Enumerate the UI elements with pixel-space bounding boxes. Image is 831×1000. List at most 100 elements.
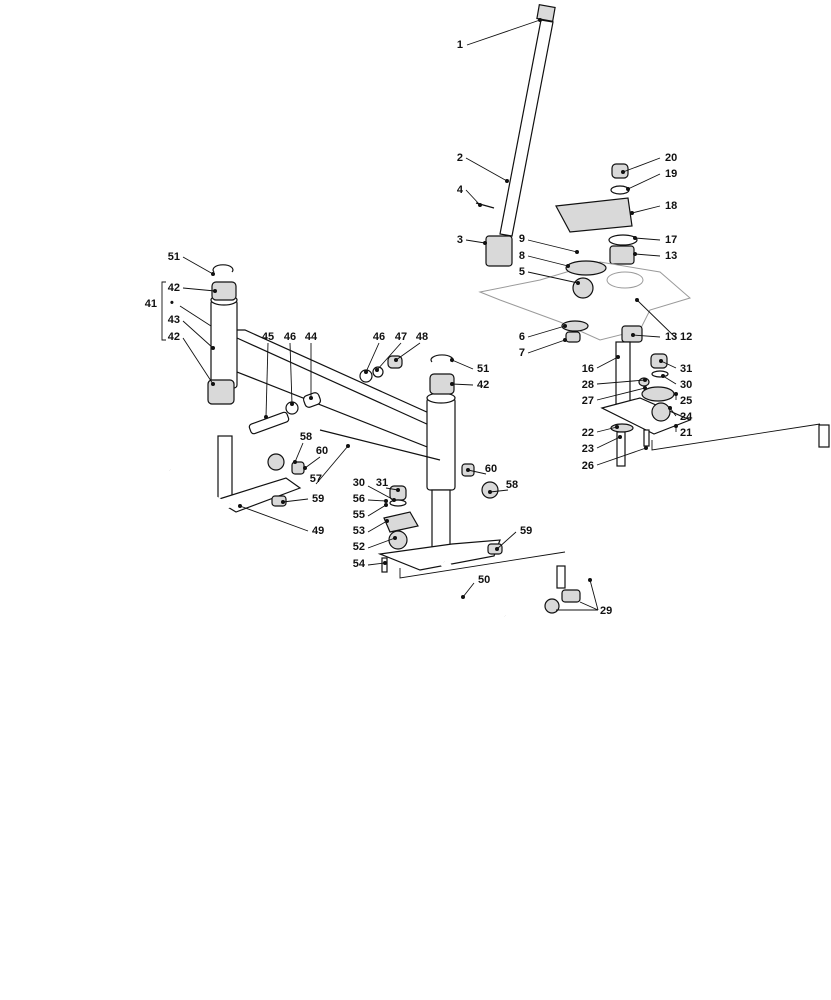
leader-dot (659, 359, 663, 363)
leader-dot (461, 595, 465, 599)
part-label-25: 25 (680, 395, 692, 407)
leader-dot (644, 446, 648, 450)
leader-dot (385, 519, 389, 523)
part-label-57: 57 (310, 473, 322, 485)
leader-line (304, 456, 321, 469)
leader-line (465, 157, 508, 182)
part-label-6: 6 (519, 331, 525, 343)
leader-dot (396, 488, 400, 492)
leader-dot (633, 252, 637, 256)
tie-rod (544, 424, 830, 614)
leader-dot (616, 355, 620, 359)
leader-line (527, 325, 566, 338)
leader-line (462, 582, 475, 598)
part-label-21: 21 (680, 427, 692, 439)
leader-line (627, 173, 661, 190)
leader-dot (621, 170, 625, 174)
part-label-59: 59 (312, 493, 324, 505)
leader-dot (668, 406, 672, 410)
front-axle (207, 264, 456, 491)
part-label-53: 53 (353, 525, 365, 537)
leader-dot (633, 236, 637, 240)
leader-dot (393, 536, 397, 540)
leader-line (376, 342, 402, 371)
part-label-46: 46 (373, 331, 385, 343)
part-label-60: 60 (316, 445, 328, 457)
part-label-23: 23 (582, 443, 594, 455)
part-label-41: 41 (145, 298, 157, 310)
leader-line (634, 237, 661, 241)
leader-line (589, 579, 599, 611)
leader-dot (309, 396, 313, 400)
leader-dot (466, 468, 470, 472)
part-label-31: 31 (376, 477, 388, 489)
part-label-24: 24 (680, 411, 693, 423)
leader-line (636, 299, 677, 339)
part-label-18: 18 (665, 200, 677, 212)
leader-dot (211, 346, 215, 350)
leader-dot (538, 18, 542, 22)
leader-dot (495, 547, 499, 551)
leader-line (182, 256, 214, 275)
leader-dot (566, 264, 570, 268)
leader-lines (161, 18, 821, 611)
leader-line (365, 342, 380, 373)
part-label-13: 13 (665, 250, 677, 262)
leader-dot (588, 578, 592, 582)
leader-line (294, 442, 304, 463)
leader-line (527, 239, 578, 253)
part-label-47: 47 (395, 331, 407, 343)
part-label-2: 2 (457, 152, 463, 164)
part-label-8: 8 (519, 250, 525, 262)
part-labels: 1243201918171398512671316282731302524212… (145, 39, 693, 617)
leader-dot (563, 324, 567, 328)
part-label-54: 54 (353, 558, 366, 570)
leader-line (367, 485, 395, 501)
leader-line (660, 360, 677, 369)
chassis-plate (478, 260, 692, 343)
leader-line (265, 342, 269, 418)
leader-line (596, 379, 646, 385)
part-label-42: 42 (168, 282, 180, 294)
leader-dot (281, 500, 285, 504)
leader-line (596, 436, 621, 449)
leader-dot (383, 561, 387, 565)
part-label-60: 60 (485, 463, 497, 475)
leader-line (182, 320, 214, 349)
part-label-45: 45 (262, 331, 274, 343)
leader-dot (615, 425, 619, 429)
part-label-26: 26 (582, 460, 594, 472)
leader-line (182, 337, 214, 385)
leader-dot (211, 272, 215, 276)
leader-dot (626, 187, 630, 191)
leader-dot (643, 386, 647, 390)
leader-dot (375, 368, 379, 372)
leader-line (632, 334, 661, 338)
leader-line (596, 356, 619, 369)
leader-dot (643, 378, 647, 382)
leader-line (239, 505, 309, 532)
part-label-44: 44 (305, 331, 318, 343)
leader-line (451, 359, 474, 370)
part-label-7: 7 (519, 347, 525, 359)
leader-line (367, 520, 388, 533)
part-label-42: 42 (477, 379, 489, 391)
leader-line (467, 469, 487, 475)
leader-dot (488, 490, 492, 494)
assembly-marker: • (170, 297, 174, 309)
part-label-13: 13 (665, 331, 677, 343)
part-label-1: 1 (457, 39, 463, 51)
part-label-30: 30 (680, 379, 692, 391)
leader-line (367, 537, 396, 549)
leader-line (451, 383, 474, 386)
leader-line (634, 253, 661, 257)
leader-dot (635, 298, 639, 302)
part-label-43: 43 (168, 314, 180, 326)
leader-line (179, 305, 212, 327)
leader-dot (264, 415, 268, 419)
leader-dot (563, 338, 567, 342)
part-label-58: 58 (300, 431, 312, 443)
leader-line (395, 342, 421, 361)
leader-line (315, 445, 349, 485)
part-label-12: 12 (680, 331, 692, 343)
